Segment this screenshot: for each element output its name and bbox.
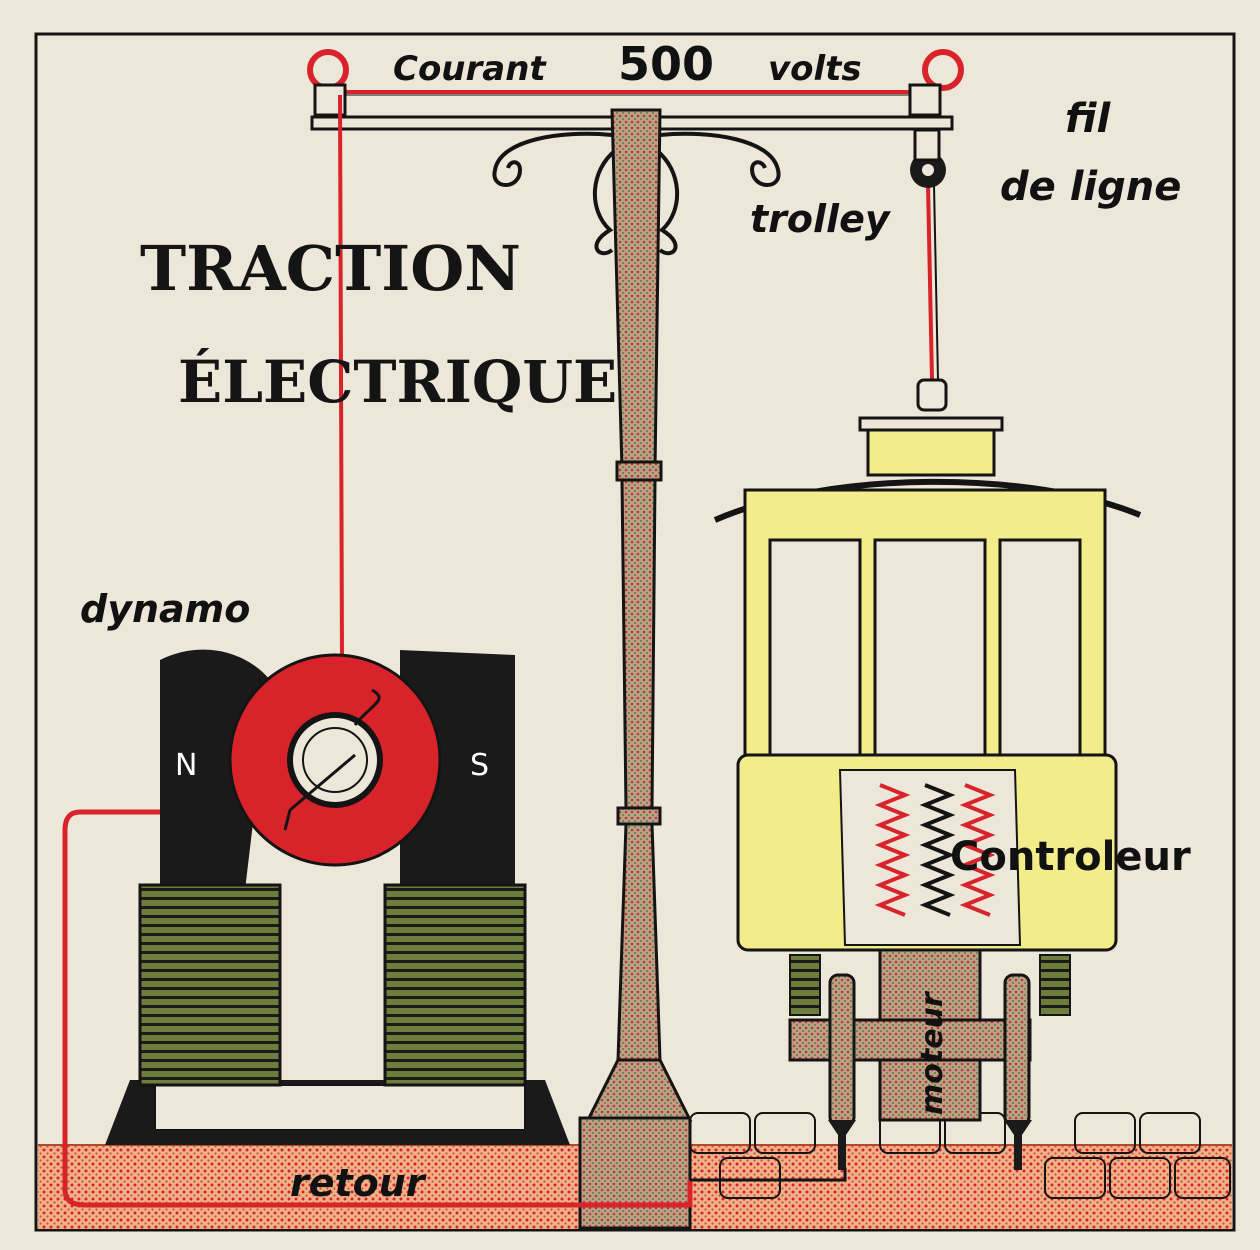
label-pole-north: N [175,748,197,783]
label-wire-line1: fil [1065,96,1111,142]
return-wire [62,809,693,1208]
tram-car [713,416,1142,1170]
label-return: retour [290,1161,427,1205]
trolley-pole [910,128,948,412]
right-insulator [922,49,964,91]
frame-border [34,32,1236,1232]
label-wire-line2: de ligne [1000,164,1181,210]
rail-right [1004,1120,1032,1170]
label-trolley: trolley [750,197,892,241]
wheel-left [828,973,856,1127]
wheel-right [1003,973,1031,1127]
label-controller: Controleur [950,834,1191,880]
dynamo [105,649,570,1145]
label-unit: volts [768,49,862,89]
title-block: TRACTION ÉLECTRIQUE [140,232,617,416]
label-dynamo: dynamo [80,587,250,631]
label-voltage: 500 [618,37,714,91]
label-current: Courant [393,49,547,89]
rail-left [828,1120,856,1170]
left-insulator [307,49,349,91]
coil-left [138,883,282,1087]
label-pole-south: S [470,748,489,783]
title-line2: ÉLECTRIQUE [178,348,617,416]
label-motor: moteur [915,990,950,1115]
title-line1: TRACTION [140,232,521,305]
coil-right [383,883,527,1087]
tram-post [578,108,693,1230]
controller-resistors [874,783,996,917]
